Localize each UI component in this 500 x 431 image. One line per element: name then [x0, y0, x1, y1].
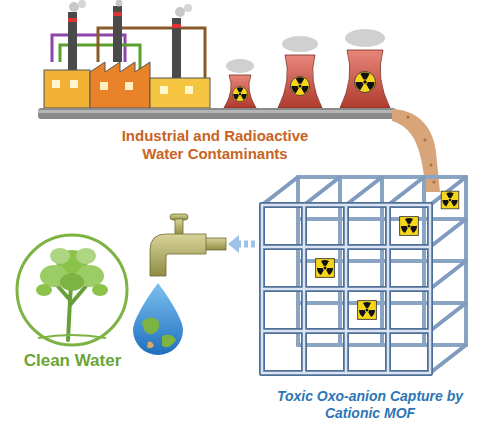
tree-icon-part [38, 335, 106, 338]
factory-part [100, 82, 108, 90]
factory-part [90, 62, 150, 108]
water-drop [133, 283, 183, 355]
cooling-towers-part [345, 29, 385, 47]
cooling-towers-part [226, 59, 254, 73]
mof-lattice-part [262, 205, 430, 373]
water-tap-part [204, 238, 226, 250]
factory-part [172, 24, 181, 28]
factory-part [175, 7, 185, 17]
mof-lattice-part [262, 177, 466, 205]
tree-icon-part [76, 248, 96, 264]
water-drop-part [133, 283, 183, 355]
factory-part [160, 86, 168, 94]
radioactive-anion-part [400, 217, 419, 236]
mof-lattice-part [430, 219, 466, 373]
tree-icon-part [17, 235, 127, 345]
water-drop-part [142, 317, 159, 334]
mof-lattice-part [262, 205, 430, 373]
factory-part [113, 12, 122, 16]
water-drop-part [147, 342, 154, 349]
tree-icon-part [56, 272, 86, 340]
pipe-part [38, 108, 396, 119]
factory-part [52, 80, 60, 88]
mof-lattice-part [262, 205, 430, 373]
cooling-towers-part [232, 87, 247, 102]
mof-caption: Toxic Oxo-anion Capture by Cationic MOF [270, 388, 470, 422]
radioactive-anion [316, 191, 459, 319]
factory-part [68, 18, 77, 22]
cooling-towers-part [354, 72, 375, 93]
factory-part [70, 80, 78, 88]
flow-arrow-part [228, 235, 239, 253]
cooling-towers-part [290, 77, 309, 96]
tree-icon [17, 235, 127, 345]
tree-icon-part [60, 273, 84, 291]
tree-icon-part [50, 248, 70, 264]
clean-water-caption: Clean Water [10, 351, 135, 371]
factory-part [185, 86, 193, 94]
cooling-towers [224, 29, 390, 108]
flow-arrow-part [238, 241, 255, 248]
factory-part [150, 78, 210, 108]
factory-part [116, 0, 123, 7]
contaminant-stream-part [430, 164, 433, 167]
radioactive-anion-part [358, 301, 377, 320]
factory-part [125, 82, 133, 90]
tree-icon-part [92, 284, 108, 296]
contaminant-stream [392, 109, 440, 192]
contaminant-caption: Industrial and Radioactive Water Contami… [100, 127, 330, 163]
mof-lattice-part [262, 205, 430, 373]
pipe-part [38, 110, 396, 113]
factory-part [78, 0, 86, 8]
radioactive-anion-part [316, 259, 335, 278]
cooling-towers-part [224, 75, 256, 108]
water-tap [150, 214, 226, 276]
factory-part [68, 12, 77, 72]
contaminant-stream-part [433, 181, 436, 184]
factory-part [69, 2, 79, 12]
radioactive-anion-part [441, 191, 459, 209]
cooling-towers-part [278, 55, 322, 108]
factory-part [44, 70, 90, 108]
factory [44, 0, 210, 108]
mof-lattice-part [262, 205, 430, 373]
water-tap-part [150, 234, 206, 276]
cooling-towers-part [282, 36, 318, 52]
water-drop-part [162, 335, 176, 347]
factory-part [184, 4, 192, 12]
tree-icon-part [36, 284, 52, 296]
mof-lattice [262, 177, 466, 373]
cooling-towers-part [340, 50, 390, 108]
flow-arrow [228, 235, 255, 253]
mof-lattice-part [262, 177, 466, 373]
contaminant-stream-part [407, 116, 410, 119]
mof-lattice-part [262, 205, 430, 373]
factory-part [113, 6, 122, 62]
factory-part [172, 18, 181, 78]
contaminant-stream-part [392, 109, 440, 192]
water-tap-part [175, 219, 183, 235]
pipe [38, 108, 396, 119]
contaminant-stream-part [424, 139, 427, 142]
